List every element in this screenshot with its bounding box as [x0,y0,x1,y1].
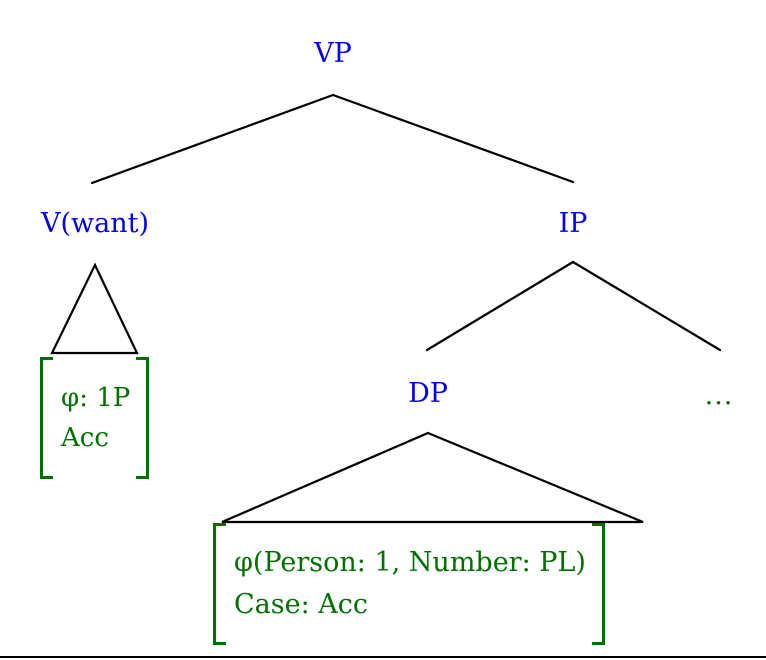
node-label-ip: IP [558,208,588,239]
bracket-left-icon [213,523,226,645]
node-label-verb: V(want) [40,208,150,239]
bracket-right-icon [136,357,150,479]
v-triangle [50,262,139,355]
feature-row: Case: Acc [234,589,369,620]
node-label-dp: DP [408,378,448,409]
branch-vp-to-ip [331,93,575,184]
feature-row: φ(Person: 1, Number: PL) [234,547,586,579]
bottom-divider [0,656,766,658]
bracket-right-icon [591,523,605,645]
verb-feature-matrix: φ: 1P Acc [40,357,150,479]
verb-feature-rows: φ: 1P Acc [53,357,136,479]
node-label-ellipsis: ... [704,380,734,411]
bracket-left-icon [40,357,53,479]
branch-ip-to-ellipsis [571,260,722,352]
dp-triangle [221,431,644,524]
dp-feature-matrix: φ(Person: 1, Number: PL) Case: Acc [213,523,653,645]
dp-feature-rows: φ(Person: 1, Number: PL) Case: Acc [226,523,592,645]
feature-row: Acc [61,423,109,453]
node-label-vp: VP [314,38,352,69]
feature-row: φ: 1P [61,382,131,413]
branch-ip-to-dp [425,260,575,352]
branch-vp-to-v [90,93,335,185]
